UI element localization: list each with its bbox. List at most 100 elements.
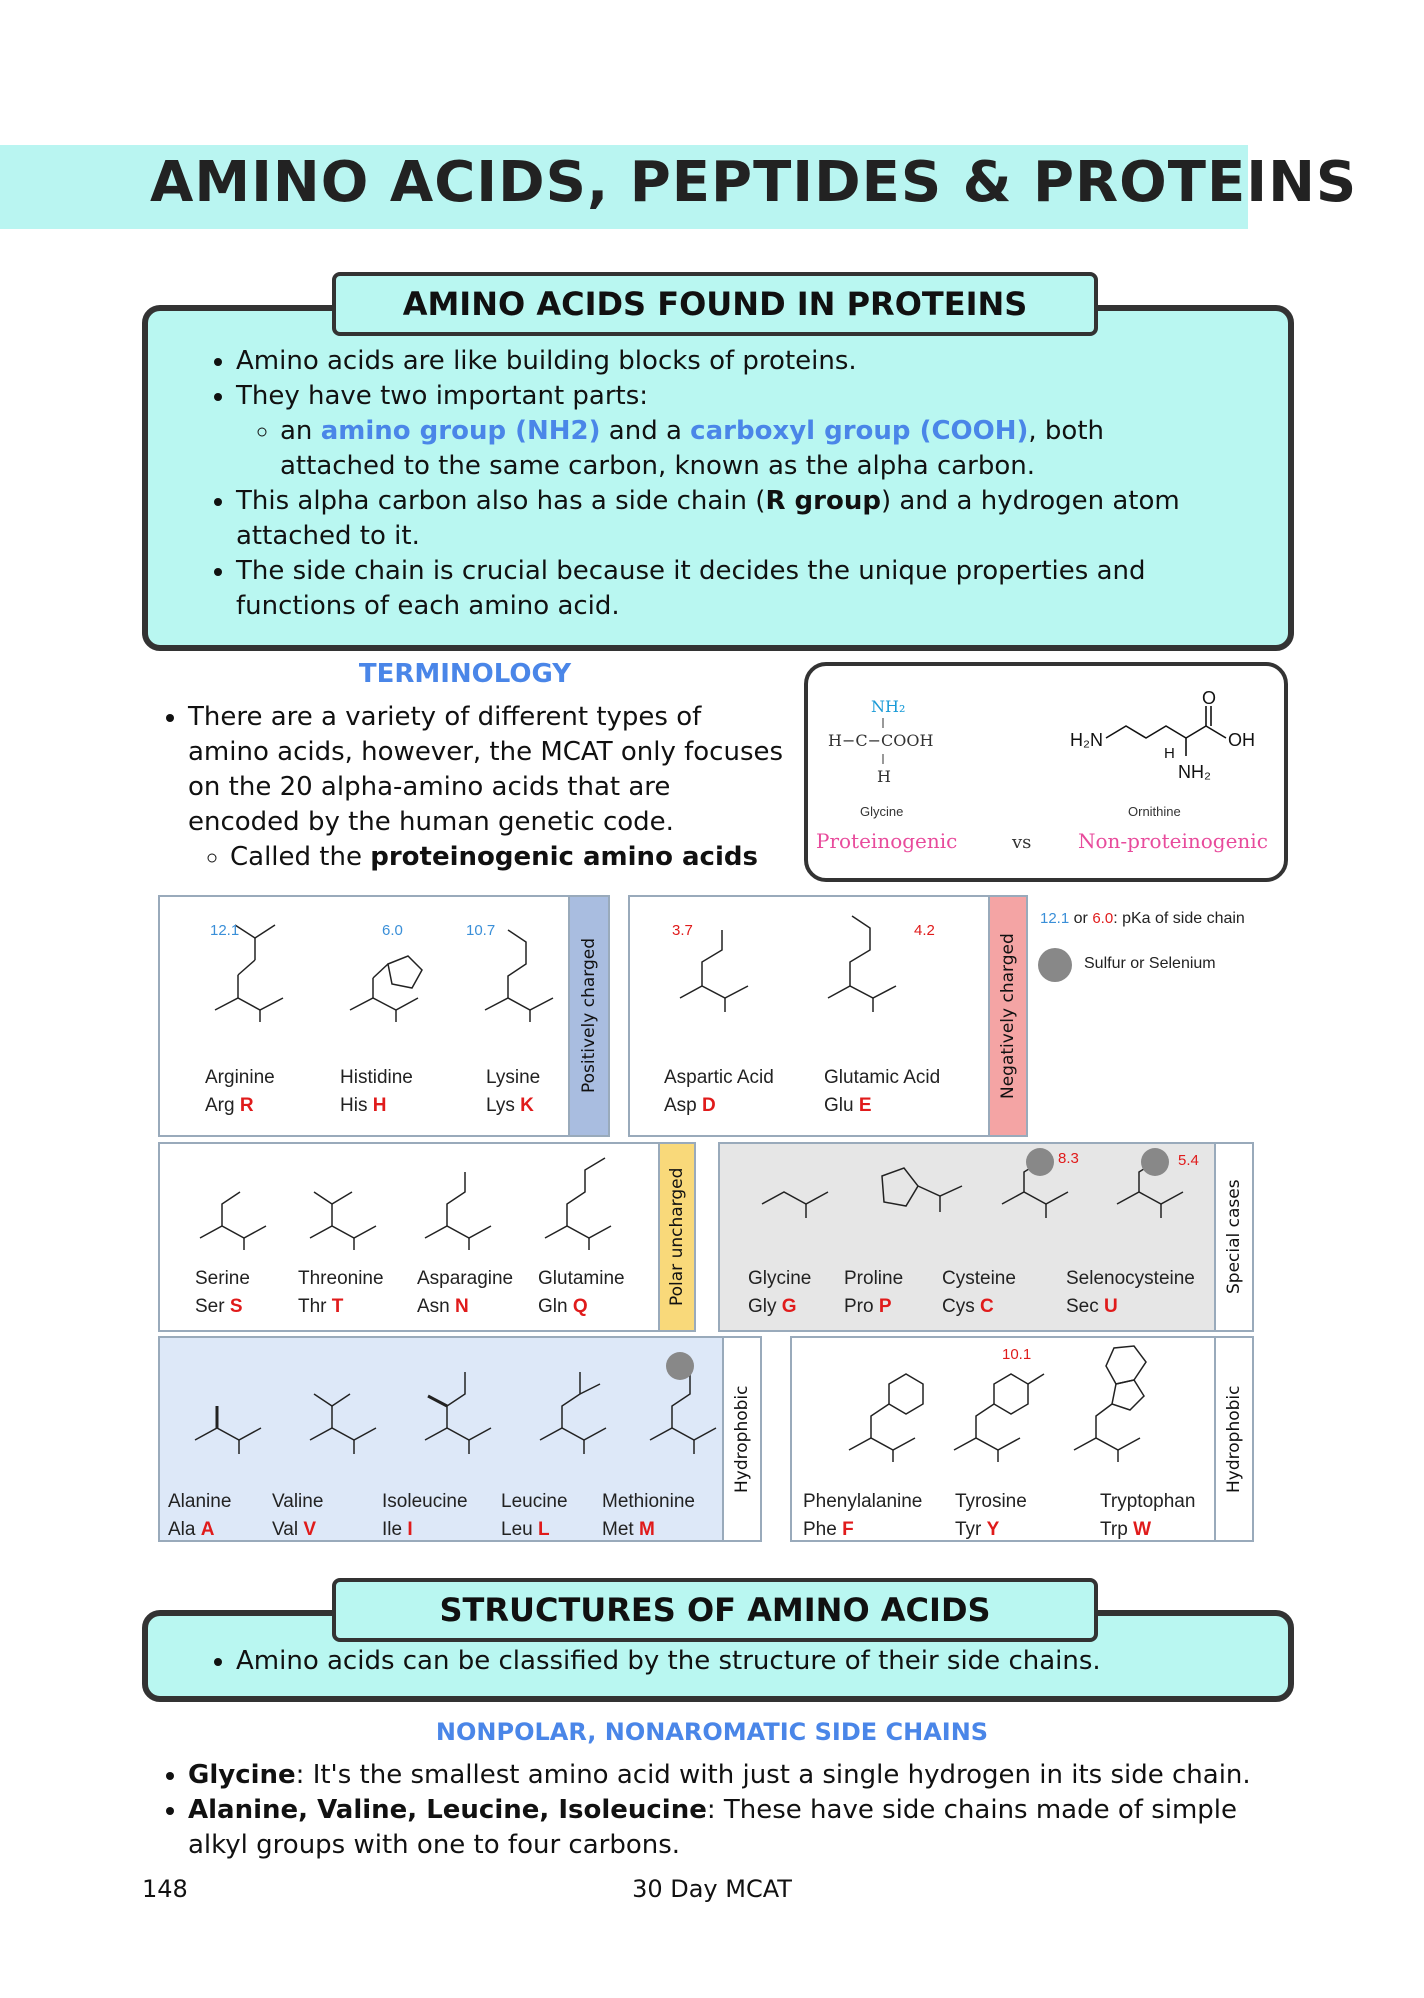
gln-abbr: Gln	[538, 1296, 568, 1317]
ala-abbr: Ala	[168, 1519, 196, 1540]
pro-code: P	[878, 1296, 892, 1317]
gly-code: G	[781, 1296, 797, 1317]
serine-structure	[199, 1191, 267, 1250]
arg-code: R	[239, 1095, 254, 1116]
proteinogenic-label: Proteinogenic	[816, 829, 957, 853]
ornithine-caption: Ornithine	[1128, 804, 1181, 819]
terminology-text: There are a variety of different types o…	[154, 700, 784, 875]
lys-pka: 10.7	[466, 922, 496, 939]
nonpolar-bullet-alkyl: Alanine, Valine, Leucine, Isoleucine: Th…	[188, 1793, 1264, 1863]
tyr-abbr: Tyr	[955, 1519, 982, 1540]
negative-structures	[679, 915, 897, 1012]
label-hydrophobic-1: Hydrophobic	[722, 1336, 762, 1542]
panel-negative	[628, 895, 992, 1137]
panel-hydrophobic-aliphatic	[158, 1336, 726, 1542]
section-header-amino-acids: AMINO ACIDS FOUND IN PROTEINS	[332, 272, 1098, 336]
lysine-structure	[484, 929, 554, 1022]
trp-name: Tryptophan	[1100, 1491, 1196, 1512]
asn-abbr: Asn	[417, 1296, 450, 1317]
book-title: 30 Day MCAT	[632, 1875, 792, 1903]
his-pka: 6.0	[382, 922, 403, 939]
asn-name: Asparagine	[417, 1268, 514, 1289]
section-header-structures: STRUCTURES OF AMINO ACIDS	[332, 1578, 1098, 1642]
glu-abbr: Glu	[824, 1095, 854, 1116]
carboxyl-group-term: carboxyl group (COOH)	[690, 416, 1029, 446]
pro-abbr: Pro	[844, 1296, 874, 1317]
non-proteinogenic-label: Non-proteinogenic	[1078, 829, 1268, 853]
glutamic-structure	[827, 915, 897, 1012]
comparison-box: NH₂ H−C−COOH H Glycine Ornithine Protein…	[804, 662, 1288, 882]
histidine-structure	[349, 955, 423, 1022]
orn-oh: OH	[1228, 730, 1255, 750]
asp-code: D	[702, 1095, 716, 1116]
glu-pka: 4.2	[914, 922, 935, 939]
selenium-atom-sec	[1141, 1148, 1169, 1176]
ser-name: Serine	[195, 1268, 250, 1289]
his-abbr: His	[340, 1095, 368, 1116]
title-band	[0, 145, 1248, 229]
gln-name: Glutamine	[538, 1268, 625, 1289]
aliphatic-structures	[194, 1352, 717, 1454]
leu-name: Leucine	[501, 1491, 568, 1512]
asn-code: N	[455, 1296, 469, 1317]
legend-pka-text: : pKa of side chain	[1113, 910, 1245, 927]
proteinogenic-term: proteinogenic amino acids	[370, 842, 758, 872]
met-code: M	[638, 1519, 655, 1540]
glu-name: Glutamic Acid	[824, 1067, 941, 1088]
asp-name: Aspartic Acid	[664, 1067, 774, 1088]
val-name: Valine	[272, 1491, 324, 1512]
legend-pka-a: 12.1	[1040, 910, 1070, 927]
r-group-term: R group	[765, 486, 881, 516]
asparagine-structure	[424, 1172, 492, 1250]
panel-special	[718, 1142, 1218, 1332]
sec-name: Selenocysteine	[1066, 1268, 1195, 1289]
sec-code: U	[1104, 1296, 1118, 1317]
cys-pka: 8.3	[1058, 1150, 1079, 1167]
trp-code: W	[1133, 1519, 1152, 1540]
amino-acids-bullets: Amino acids are like building blocks of …	[202, 344, 1212, 624]
met-name: Methionine	[602, 1491, 695, 1512]
lys-name: Lysine	[486, 1067, 541, 1088]
threonine-structure	[309, 1191, 377, 1250]
nonpolar-bullet-glycine: Glycine: It's the smallest amino acid wi…	[188, 1758, 1264, 1793]
structures-bullet-wrap: Amino acids can be classified by the str…	[202, 1644, 1212, 1679]
polar-structures	[199, 1157, 612, 1250]
label-special-cases: Special cases	[1214, 1142, 1254, 1332]
glycine-desc: : It's the smallest amino acid with just…	[295, 1760, 1251, 1790]
sub-bullet-groups: an amino group (NH2) and a carboxyl grou…	[280, 414, 1212, 484]
glycine-h: H	[877, 767, 891, 786]
lys-abbr: Lys	[486, 1095, 515, 1116]
phenylalanine-structure	[848, 1373, 924, 1462]
term-sub-pre: Called the	[230, 842, 371, 872]
orn-h: H	[1164, 745, 1175, 762]
glycine-row: H−C−COOH	[828, 731, 933, 750]
phe-name: Phenylalanine	[803, 1491, 923, 1512]
gly-name: Glycine	[748, 1268, 812, 1289]
sec-abbr: Sec	[1066, 1296, 1099, 1317]
panel-hydrophobic-aromatic	[790, 1336, 1218, 1542]
positive-structures	[214, 924, 554, 1022]
bullet-building-blocks: Amino acids are like building blocks of …	[236, 344, 1212, 379]
sulfur-legend-text: Sulfur or Selenium	[1084, 955, 1216, 972]
vs-label: vs	[1011, 832, 1031, 853]
leu-abbr: Leu	[501, 1519, 533, 1540]
b3-post: ) and a hydrogen atom attached to it.	[236, 486, 1180, 551]
structures-bullet: Amino acids can be classified by the str…	[236, 1644, 1212, 1679]
sec-pka: 5.4	[1178, 1152, 1199, 1169]
glutamine-structure	[544, 1157, 612, 1250]
cys-abbr: Cys	[942, 1296, 975, 1317]
bullet-two-parts-text: They have two important parts:	[236, 381, 649, 411]
